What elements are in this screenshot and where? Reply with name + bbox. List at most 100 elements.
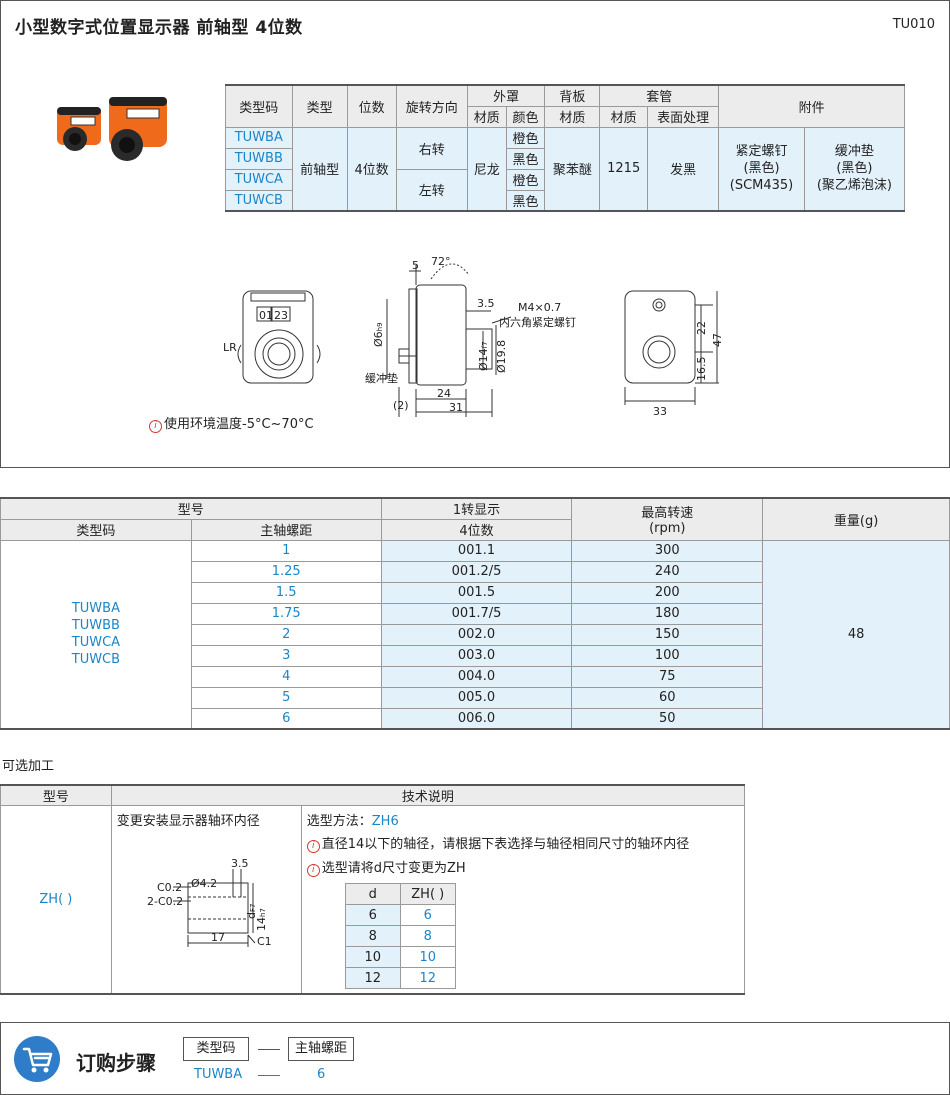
order-example-pitch[interactable]: 6 (317, 1067, 326, 1082)
zh-cell[interactable]: 10 (399, 946, 456, 968)
speed-cell: 240 (571, 560, 764, 583)
order-step-pitch: 主轴螺距 (288, 1037, 354, 1061)
accessory-cushion-cell: 缓冲垫 (黑色) (聚乙烯泡沫) (803, 126, 906, 212)
option-name: 变更安装显示器轴环内径 (116, 814, 260, 829)
option-model-cell[interactable]: ZH( ) (0, 805, 112, 995)
method-label: 选型方法： (306, 814, 372, 829)
col-zh: ZH( ) (399, 883, 456, 905)
zh-cell[interactable]: 8 (399, 925, 456, 947)
side-view (386, 263, 512, 417)
rotation-cell: 右转 (395, 126, 468, 170)
cushion-label: 缓冲垫 (365, 371, 398, 385)
type-code[interactable]: TUWCA (71, 635, 121, 651)
color-cell: 橙色 (505, 168, 546, 191)
col-digits: 位数 (346, 84, 397, 128)
counter-digits-b: 23 (274, 309, 288, 322)
col-max-speed-line1: 最高转速 (641, 506, 694, 522)
method-line: 选型方法：ZH6 (307, 810, 739, 829)
screw-spec: M4×0.7 (518, 301, 561, 314)
pitch-cell[interactable]: 1.75 (190, 602, 382, 625)
dim-33: 33 (653, 405, 667, 418)
color-cell: 黑色 (505, 147, 546, 170)
display-cell: 006.0 (380, 707, 573, 730)
speed-cell: 75 (571, 665, 764, 688)
zh-cell[interactable]: 6 (399, 904, 456, 926)
option-name-cell: 变更安装显示器轴环内径 C0.2 2-C0.2 (110, 805, 302, 995)
accessory-screw-line1: 紧定螺钉 (735, 144, 788, 160)
zh-cell[interactable]: 12 (399, 967, 456, 989)
order-title: 订购步骤 (76, 1051, 156, 1075)
page-code: TU010 (892, 17, 935, 32)
dim-16-5: 16.5 (695, 357, 708, 382)
type-cell: 前轴型 (291, 126, 348, 212)
type-code[interactable]: TUWCB (71, 652, 121, 668)
dim-19-8: Ø19.8 (495, 340, 508, 373)
speed-cell: 200 (571, 581, 764, 604)
col-option-desc: 技术说明 (110, 784, 746, 806)
col-d: d (344, 883, 401, 905)
pitch-cell[interactable]: 4 (190, 665, 382, 688)
method-value[interactable]: ZH6 (371, 814, 399, 829)
pitch-cell[interactable]: 1 (190, 539, 382, 562)
collar-drawing: C0.2 2-C0.2 Ø4.2 3.5 17 C1 14h7 dF7 (147, 857, 272, 948)
display-cell: 005.0 (380, 686, 573, 709)
accessory-cushion-line1: 缓冲垫 (834, 144, 874, 160)
speed-cell: 150 (571, 623, 764, 646)
type-code-cell[interactable]: TUWCA (225, 168, 293, 191)
col-4digit: 4位数 (380, 518, 573, 541)
display-cell: 001.2/5 (380, 560, 573, 583)
technical-drawing: 01 23 LR 5 72° 3.5 M4×0.7 (223, 255, 721, 418)
type-code-cell[interactable]: TUWBB (225, 147, 293, 170)
pitch-cell[interactable]: 1.25 (190, 560, 382, 583)
col-cover: 外罩 (466, 84, 546, 107)
col-one-turn: 1转显示 (380, 497, 573, 520)
cart-icon (14, 1036, 60, 1082)
type-code[interactable]: TUWBB (71, 618, 120, 634)
pitch-cell[interactable]: 5 (190, 686, 382, 709)
pitch-cell[interactable]: 2 (190, 623, 382, 646)
pitch-cell[interactable]: 1.5 (190, 581, 382, 604)
type-code-cell[interactable]: TUWCB (225, 189, 293, 212)
col-cover-material: 材质 (466, 105, 507, 128)
weight-cell: 48 (762, 539, 950, 730)
accessory-screw-line3: (SCM435) (729, 178, 794, 194)
display-cell: 003.0 (380, 644, 573, 667)
model-table: 型号 1转显示 最高转速 (rpm) 重量(g) 类型码 主轴螺距 4位数 TU… (0, 497, 950, 730)
type-code-cell[interactable]: TUWBA (225, 126, 293, 149)
display-cell: 004.0 (380, 665, 573, 688)
dim-3-5: 3.5 (477, 297, 495, 310)
sleeve-surface-cell: 发黑 (646, 126, 720, 212)
front-view (237, 290, 321, 384)
dim-14: Ø14f7 (477, 341, 490, 371)
display-cell: 001.5 (380, 581, 573, 604)
dim-24: 24 (437, 387, 451, 400)
col-pitch: 主轴螺距 (190, 518, 382, 541)
order-example-code[interactable]: TUWBA (194, 1067, 243, 1082)
pitch-cell[interactable]: 6 (190, 707, 382, 730)
col-type-code: 类型码 (0, 518, 192, 541)
dim-47: 47 (711, 333, 721, 347)
col-cover-color: 颜色 (505, 105, 546, 128)
col-sleeve-surface: 表面处理 (646, 105, 720, 128)
dim-5: 5 (412, 259, 419, 272)
back-material-cell: 聚苯醚 (544, 126, 601, 212)
speed-cell: 50 (571, 707, 764, 730)
type-code[interactable]: TUWBA (71, 601, 120, 617)
temperature-note-text: 使用环境温度-5°C~70°C (164, 417, 314, 432)
d-cell: 6 (344, 904, 401, 926)
spec-table: 类型码 类型 位数 旋转方向 外罩 背板 套管 附件 材质 颜色 材质 材质 表… (225, 84, 906, 212)
sleeve-material-cell: 1215 (599, 126, 648, 212)
dim-2: (2) (393, 399, 409, 412)
counter-digits-a: 01 (259, 309, 273, 322)
col-max-speed: 最高转速 (rpm) (571, 497, 764, 541)
col-model: 型号 (0, 497, 382, 520)
dim-17: 17 (211, 931, 225, 944)
type-code-group: TUWBA TUWBB TUWCA TUWCB (0, 539, 192, 730)
display-cell: 002.0 (380, 623, 573, 646)
col-type: 类型 (291, 84, 348, 128)
pitch-cell[interactable]: 3 (190, 644, 382, 667)
note-1-text: 直径14以下的轴径，请根据下表选择与轴径相同尺寸的轴环内径 (321, 837, 690, 852)
